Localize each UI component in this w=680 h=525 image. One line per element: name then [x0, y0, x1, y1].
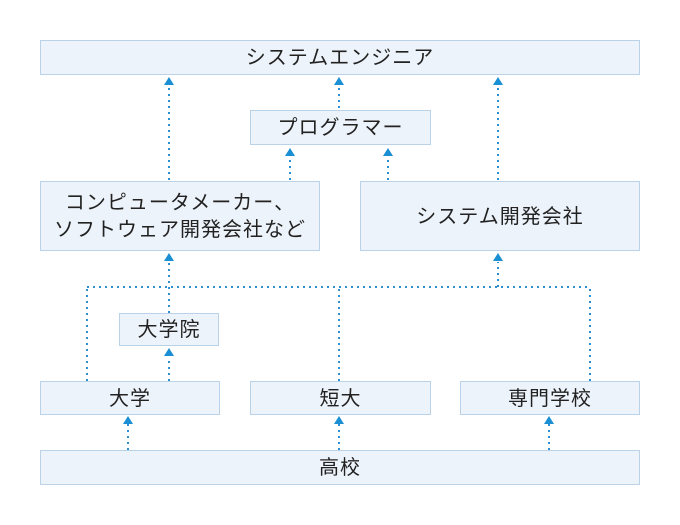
node-programmer: プログラマー: [250, 110, 431, 145]
node-computer-maker: コンピュータメーカー、 ソフトウェア開発会社など: [40, 181, 320, 251]
node-computer-maker-line2: ソフトウェア開発会社など: [54, 217, 306, 241]
arrowhead-engineer-left: [164, 77, 174, 85]
node-university: 大学: [40, 381, 220, 415]
arrowhead-programmer-right: [383, 148, 393, 156]
node-vocational-school: 専門学校: [460, 381, 640, 415]
node-graduate-school-label: 大学院: [137, 317, 201, 341]
arrowhead-juniorcollege: [334, 416, 344, 424]
node-high-school: 高校: [40, 450, 640, 485]
node-system-engineer: システムエンジニア: [40, 40, 640, 75]
node-university-label: 大学: [109, 385, 151, 410]
node-computer-maker-line1: コンピュータメーカー、: [64, 190, 296, 214]
arrowhead-programmer-left: [285, 148, 295, 156]
node-system-engineer-label: システムエンジニア: [245, 45, 435, 69]
arrowhead-university: [123, 416, 133, 424]
arrowhead-systemcompany: [493, 253, 503, 261]
node-junior-college: 短大: [250, 381, 431, 415]
node-system-company-label: システム開発会社: [416, 203, 584, 228]
arrowhead-maker: [164, 253, 174, 261]
node-high-school-label: 高校: [319, 455, 361, 479]
arrowhead-graduate: [164, 348, 174, 356]
node-graduate-school: 大学院: [119, 313, 219, 346]
arrowhead-vocational: [544, 416, 554, 424]
arrowhead-engineer-center: [334, 77, 344, 85]
node-vocational-school-label: 専門学校: [508, 385, 592, 410]
node-junior-college-label: 短大: [319, 385, 362, 410]
node-system-company: システム開発会社: [360, 181, 640, 251]
node-programmer-label: プログラマー: [277, 115, 404, 139]
arrowhead-engineer-right: [493, 77, 503, 85]
